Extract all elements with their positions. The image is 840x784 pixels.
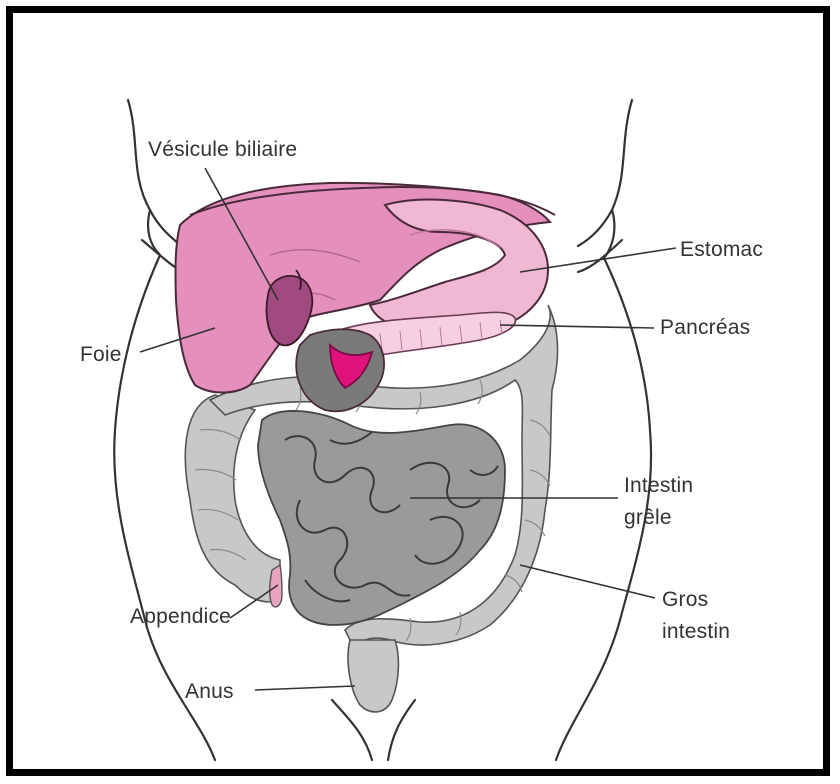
label-small-intestine-1: Intestin <box>624 474 693 498</box>
label-small-intestine-2: grêle <box>624 506 672 530</box>
label-large-intestine-1: Gros <box>662 588 708 612</box>
label-anus: Anus <box>185 680 234 704</box>
label-stomach: Estomac <box>680 238 763 262</box>
label-liver: Foie <box>80 343 122 367</box>
label-large-intestine-2: intestin <box>662 620 730 644</box>
label-pancreas: Pancréas <box>660 316 750 340</box>
label-gallbladder: Vésicule biliaire <box>148 138 297 162</box>
small-intestine <box>258 411 505 625</box>
leader-large-intestine <box>520 565 655 598</box>
label-appendix: Appendice <box>130 605 231 629</box>
leader-anus <box>255 686 355 690</box>
